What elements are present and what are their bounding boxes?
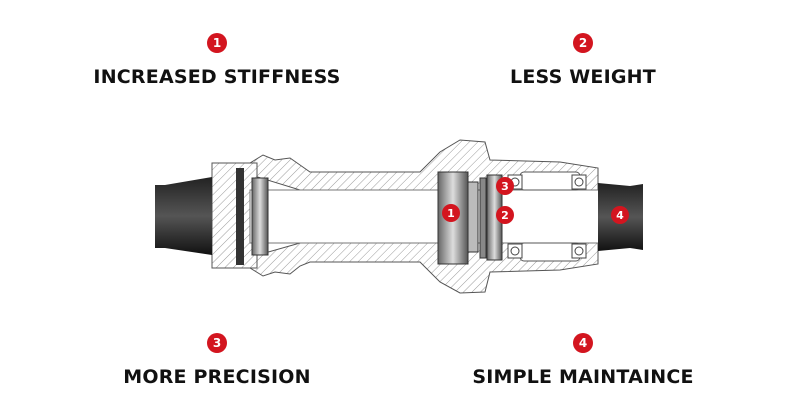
diagram-marker-3: 3 [496, 177, 514, 195]
feature-label: INCREASED STIFFNESS [93, 66, 341, 88]
diagram-marker-2: 2 [496, 206, 514, 224]
diagram-marker-4: 4 [611, 206, 629, 224]
feature-less-weight: 2 LESS WEIGHT [403, 33, 763, 88]
feature-label: LESS WEIGHT [510, 66, 656, 88]
svg-text:3: 3 [501, 180, 509, 193]
left-bearing [236, 168, 269, 265]
svg-text:2: 2 [501, 209, 509, 222]
diagram-marker-1: 1 [442, 204, 460, 222]
feature-simple-maintenance: 4 SIMPLE MAINTAINCE [403, 333, 763, 388]
feature-label: MORE PRECISION [123, 366, 311, 388]
feature-number-badge: 4 [573, 333, 593, 353]
hub-shell [211, 139, 601, 294]
feature-number-badge: 3 [207, 333, 227, 353]
ratchet-assembly [437, 171, 503, 265]
feature-number-badge: 1 [207, 33, 227, 53]
svg-text:4: 4 [616, 209, 624, 222]
left-end-cap [155, 177, 212, 255]
feature-number-badge: 2 [573, 33, 593, 53]
svg-text:1: 1 [447, 207, 455, 220]
right-bearings [507, 174, 587, 259]
feature-label: SIMPLE MAINTAINCE [472, 366, 694, 388]
feature-increased-stiffness: 1 INCREASED STIFFNESS [37, 33, 397, 88]
feature-more-precision: 3 MORE PRECISION [37, 333, 397, 388]
